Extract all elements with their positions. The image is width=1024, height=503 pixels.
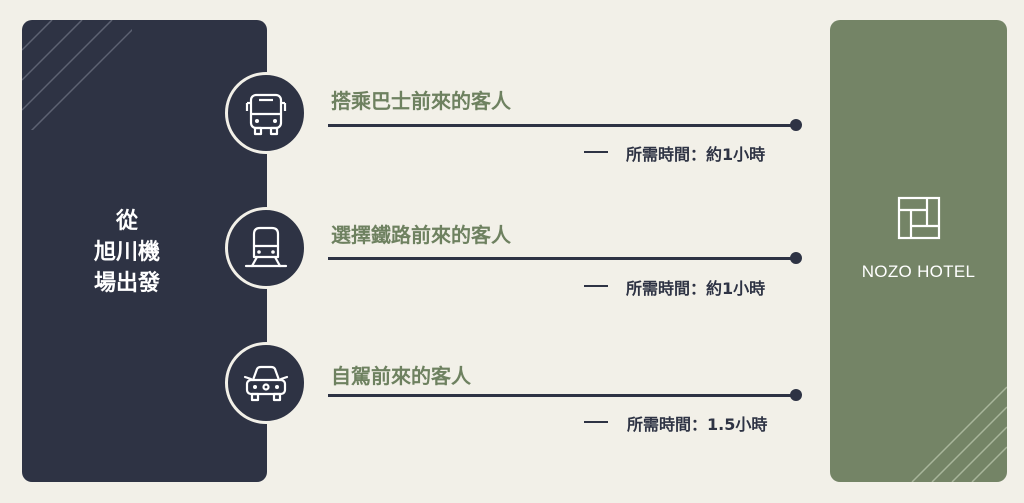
route-line [328, 394, 796, 397]
route-label: 自駕前來的客人 [331, 364, 471, 388]
time-dash [584, 285, 608, 287]
route-time: 所需時間：約1小時 [626, 145, 766, 164]
route-icon-circle [225, 72, 307, 154]
origin-title: 從 旭川機 場出發 [22, 206, 232, 299]
route-label: 選擇鐵路前來的客人 [331, 223, 511, 247]
diagonal-stripes-decoration [911, 386, 1007, 482]
route-icon-circle [225, 342, 307, 424]
origin-line-1: 從 [115, 209, 138, 234]
time-dash [584, 421, 608, 423]
time-dash [584, 151, 608, 153]
diagonal-stripes-decoration [22, 20, 132, 130]
route-time: 所需時間：1.5小時 [627, 415, 768, 434]
route-line [328, 257, 796, 260]
route-label: 搭乘巴士前來的客人 [331, 89, 511, 113]
route-end-dot [790, 119, 802, 131]
hotel-name: NOZO HOTEL [861, 262, 976, 281]
route-end-dot [790, 252, 802, 264]
origin-line-3: 場出發 [93, 271, 160, 296]
car-icon [243, 365, 289, 402]
origin-line-2: 旭川機 [93, 240, 160, 265]
route-icon-circle [225, 207, 307, 289]
bus-icon [245, 93, 287, 136]
route-time: 所需時間：約1小時 [626, 279, 766, 298]
route-line [328, 124, 796, 127]
route-end-dot [790, 389, 802, 401]
destination-panel: NOZO HOTEL [830, 20, 1007, 482]
train-icon [244, 226, 288, 268]
hotel-logo-icon [897, 196, 941, 240]
